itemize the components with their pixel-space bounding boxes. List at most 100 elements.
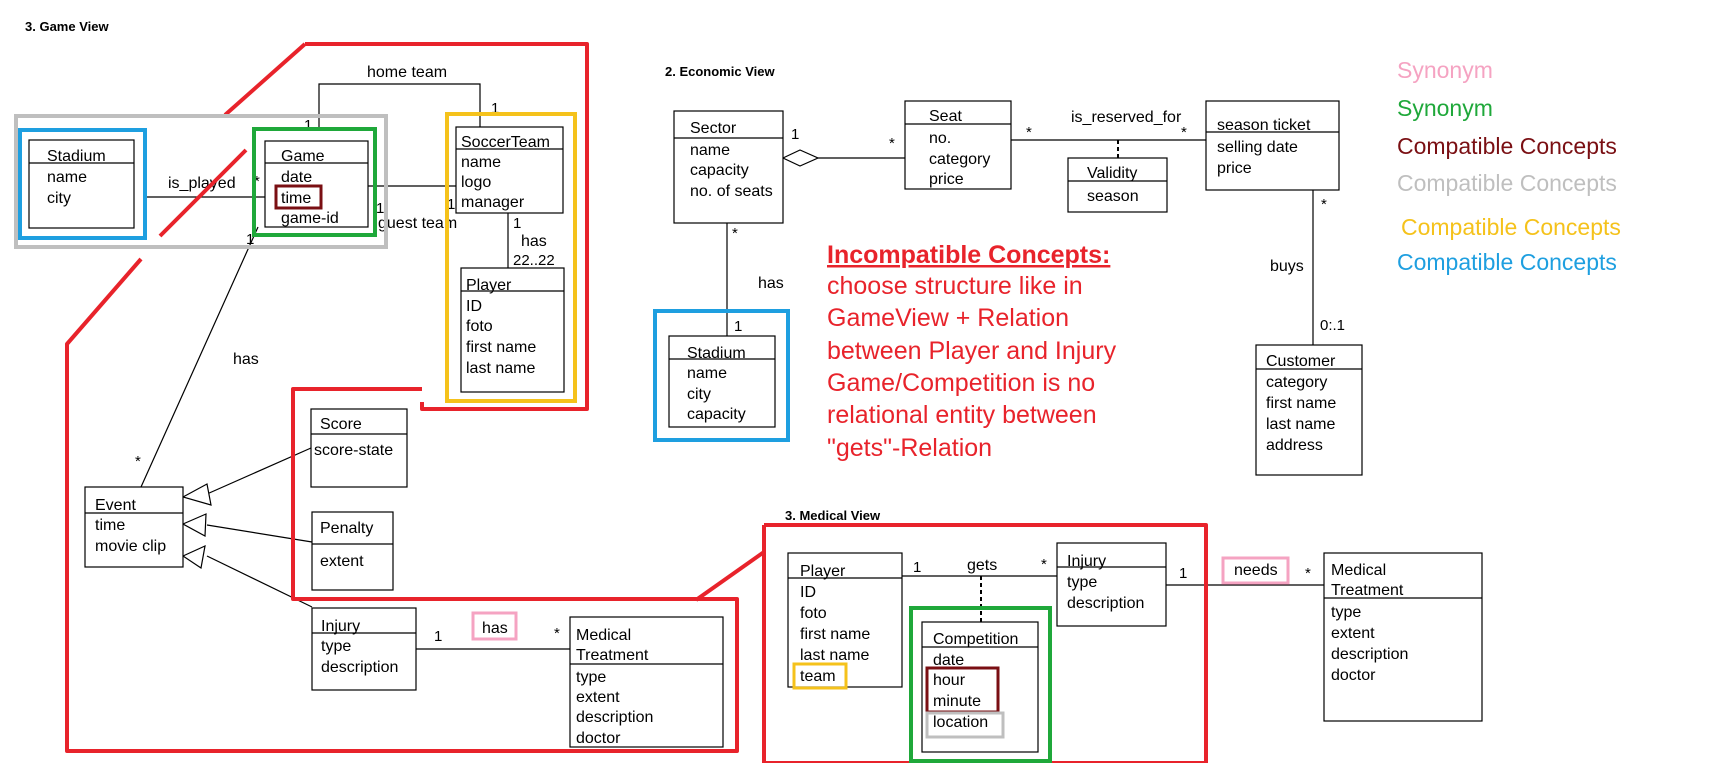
svg-text:Player: Player: [800, 563, 846, 580]
legend-item: Compatible Concepts: [1401, 214, 1621, 240]
grey-frame-location: [925, 711, 1005, 739]
mult-home-team-game: 1: [304, 117, 312, 134]
gen-triangle-1: [181, 483, 212, 506]
label-has-players: has: [521, 233, 547, 250]
class-medical-treatment-med: Medical Treatment type extent descriptio…: [1323, 552, 1483, 722]
red-diagonal-top: [223, 42, 307, 117]
svg-text:team: team: [800, 668, 836, 685]
svg-text:description: description: [1067, 595, 1144, 612]
legend-item: Compatible Concepts: [1397, 133, 1617, 159]
incompatible-concepts-note: Incompatible Concepts: choose structure …: [827, 241, 1117, 462]
class-stadium-game: Stadium name city: [28, 139, 135, 229]
svg-text:foto: foto: [466, 318, 493, 335]
svg-text:time: time: [95, 517, 125, 534]
svg-text:description: description: [576, 709, 653, 726]
label-gets: gets: [967, 557, 997, 574]
svg-text:price: price: [1217, 160, 1252, 177]
note-line: Game/Competition is no: [827, 369, 1095, 397]
class-event: Event time movie clip: [84, 486, 184, 568]
green-frame-competition: [909, 606, 1052, 763]
blue-frame-stadium-econ: [653, 309, 790, 442]
svg-text:extent: extent: [320, 553, 364, 570]
mult-treat-injury: 1: [434, 628, 442, 645]
class-game: Game date time game-id: [264, 140, 369, 228]
gen-score-line: [206, 447, 312, 495]
mult-sector-stadium-stadium: 1: [734, 318, 742, 335]
gen-triangle-3: [181, 544, 206, 570]
class-injury-game: Injury type description: [311, 607, 417, 691]
mult-home-team-team: 1: [491, 100, 499, 117]
class-customer: Customer category first name last name a…: [1255, 344, 1363, 476]
svg-text:Injury: Injury: [1067, 553, 1106, 570]
svg-text:score-state: score-state: [314, 442, 393, 459]
legend-item: Compatible Concepts: [1397, 249, 1617, 275]
svg-text:season: season: [1087, 188, 1139, 205]
svg-text:Competition: Competition: [933, 631, 1018, 648]
mult-ticket-customer-customer: 0:.1: [1320, 317, 1345, 334]
class-soccerteam: SoccerTeam name logo manager: [455, 126, 564, 214]
mult-gets-player: 1: [913, 559, 921, 576]
svg-text:extent: extent: [576, 689, 620, 706]
red-region-medical: [762, 523, 1208, 763]
svg-text:date: date: [933, 652, 964, 669]
svg-text:Customer: Customer: [1266, 353, 1336, 370]
svg-text:Event: Event: [95, 497, 136, 514]
label-buys: buys: [1270, 258, 1304, 275]
svg-text:Injury: Injury: [321, 618, 360, 635]
note-line: GameView + Relation: [827, 304, 1069, 332]
game-view-title: 3. Game View: [25, 19, 109, 34]
svg-text:last name: last name: [466, 360, 535, 377]
label-has-sector: has: [758, 275, 784, 292]
note-line: between Player and Injury: [827, 337, 1117, 365]
svg-text:Treatment: Treatment: [576, 647, 649, 664]
svg-text:no. of seats: no. of seats: [690, 183, 773, 200]
class-medical-treatment-game: Medical Treatment type extent descriptio…: [569, 616, 724, 748]
svg-text:hour: hour: [933, 672, 966, 689]
mult-players-team: 1: [513, 215, 521, 232]
svg-text:season ticket: season ticket: [1217, 117, 1311, 134]
svg-text:Treatment: Treatment: [1331, 582, 1404, 599]
blue-frame-stadium-game: [18, 128, 147, 240]
svg-text:name: name: [690, 142, 730, 159]
svg-text:doctor: doctor: [576, 730, 621, 747]
mult-ticket-customer-ticket: *: [1321, 196, 1327, 213]
grey-frame: [14, 114, 388, 249]
class-competition: Competition date hour minute location: [921, 621, 1039, 753]
svg-text:location: location: [933, 714, 988, 731]
class-score: Score score-state: [310, 408, 408, 488]
svg-text:Medical: Medical: [1331, 562, 1386, 579]
home-team-line: [318, 83, 481, 130]
class-seat: Seat no. category price: [904, 100, 1012, 190]
label-has-events: has: [233, 351, 259, 368]
svg-text:foto: foto: [800, 605, 827, 622]
class-season-ticket: season ticket selling date price: [1205, 100, 1340, 191]
class-player-game: Player ID foto first name last name: [460, 267, 565, 393]
medical-view-title: 3. Medical View: [785, 508, 881, 523]
class-penalty: Penalty extent: [311, 511, 394, 591]
pink-frame-has: [471, 611, 518, 641]
mult-sector-stadium-sector: *: [732, 225, 738, 242]
label-is-reserved-for: is_reserved_for: [1071, 109, 1182, 126]
green-frame-game: [252, 127, 377, 237]
svg-text:manager: manager: [461, 194, 525, 211]
svg-text:no.: no.: [929, 130, 951, 147]
label-home-team: home team: [367, 64, 447, 81]
note-title: Incompatible Concepts:: [827, 241, 1110, 269]
game-event-line: [140, 226, 259, 488]
class-injury-med: Injury type description: [1056, 542, 1167, 627]
svg-text:doctor: doctor: [1331, 667, 1376, 684]
svg-text:category: category: [929, 151, 990, 168]
class-sector: Sector name capacity no. of seats: [673, 110, 784, 224]
svg-text:Stadium: Stadium: [687, 345, 746, 362]
red-region-game: [305, 42, 589, 411]
label-is-played: is_played: [168, 175, 236, 192]
svg-text:ID: ID: [466, 298, 482, 315]
yellow-frame-soccerteam: [445, 112, 577, 403]
svg-text:name: name: [47, 169, 87, 186]
label-guest-team: guest team: [378, 215, 457, 232]
gen-penalty-line: [206, 524, 313, 543]
svg-text:extent: extent: [1331, 625, 1375, 642]
svg-text:capacity: capacity: [690, 162, 749, 179]
svg-text:date: date: [281, 169, 312, 186]
mult-seat-ticket-ticket: *: [1181, 124, 1187, 141]
